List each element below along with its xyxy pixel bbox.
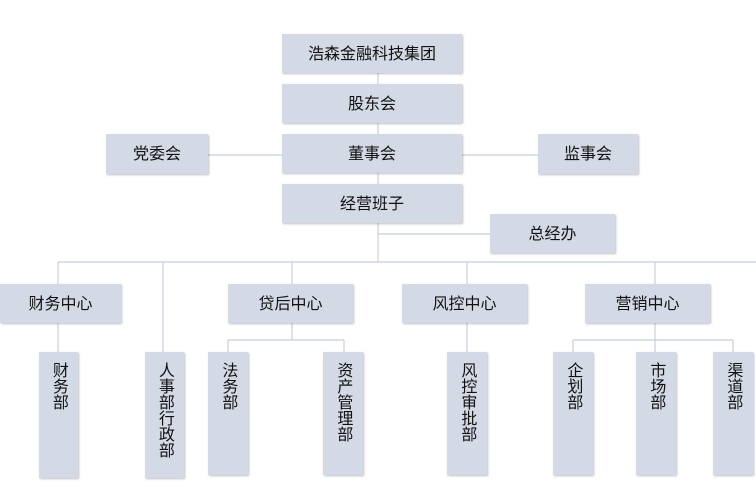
- marketing-center-node: 营销中心: [585, 284, 710, 323]
- post-loan-center-node: 贷后中心: [228, 284, 353, 323]
- management-node: 经营班子: [282, 184, 462, 223]
- general-office-node: 总经办: [490, 214, 615, 253]
- board-node: 董事会: [282, 134, 462, 173]
- legal-dept-node: 法务部: [208, 352, 248, 475]
- planning-dept-label: 企划部: [564, 362, 584, 410]
- group-company-node: 浩森金融科技集团: [282, 34, 462, 73]
- market-dept-label: 市场部: [647, 362, 667, 410]
- supervisory-board-node: 监事会: [538, 134, 638, 174]
- hr-admin-dept-node: 人事部行政部: [145, 352, 184, 478]
- hr-admin-dept-label: 人事部行政部: [155, 362, 175, 458]
- risk-center-node: 风控中心: [402, 284, 527, 323]
- legal-dept-label: 法务部: [219, 362, 239, 410]
- finance-center-node: 财务中心: [0, 284, 121, 323]
- risk-review-dept-node: 风控审批部: [447, 352, 487, 475]
- finance-dept-node: 财务部: [39, 352, 78, 478]
- finance-dept-label: 财务部: [49, 362, 69, 410]
- channel-dept-node: 渠道部: [713, 352, 753, 475]
- party-committee-node: 党委会: [106, 134, 208, 174]
- asset-mgmt-dept-node: 资产管理部: [323, 352, 363, 475]
- planning-dept-node: 企划部: [553, 352, 593, 475]
- risk-review-dept-label: 风控审批部: [458, 362, 478, 442]
- market-dept-node: 市场部: [636, 352, 676, 475]
- asset-mgmt-dept-label: 资产管理部: [334, 362, 354, 442]
- channel-dept-label: 渠道部: [724, 362, 744, 410]
- shareholders-node: 股东会: [282, 84, 462, 123]
